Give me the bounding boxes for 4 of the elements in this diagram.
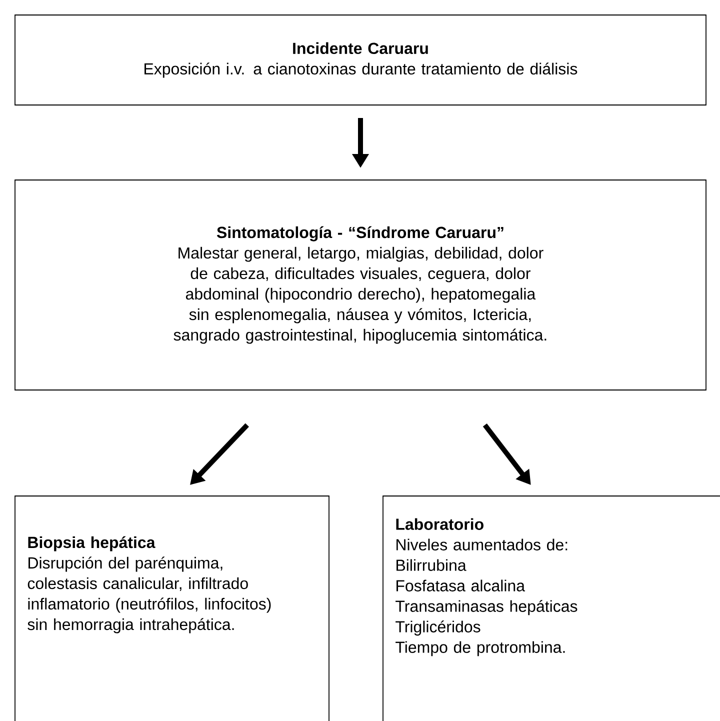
- process-box: Biopsia hepática Disrupción del parénquima, colestasis canalicular, infiltrado inflamatorio (neutrófilos, linfocitos) sin hemorragia intrahepática.: [14, 496, 330, 721]
- process-box: Sintomatología - “Síndrome Caruaru” Malestar general, letargo, mialgias, debilidad, dolor de cabeza, dificultades visuales, ceguera, dolor abdominal (hipocondrio derecho), hepatomegalia sin esplenomegalia, náusea y vómitos, Ictericia, sangrado gastrointestinal, hipoglucemia sintomática.: [14, 180, 706, 390]
- process-box: Incidente Caruaru Exposición i.v. a cianotoxinas durante tratamiento de diálisis: [14, 14, 706, 106]
- process-box: Laboratorio Niveles aumentados de: Bilirrubina Fosfatasa alcalina Transaminasas hepáticas Triglicéridos Tiempo de protrombina.: [382, 496, 720, 721]
